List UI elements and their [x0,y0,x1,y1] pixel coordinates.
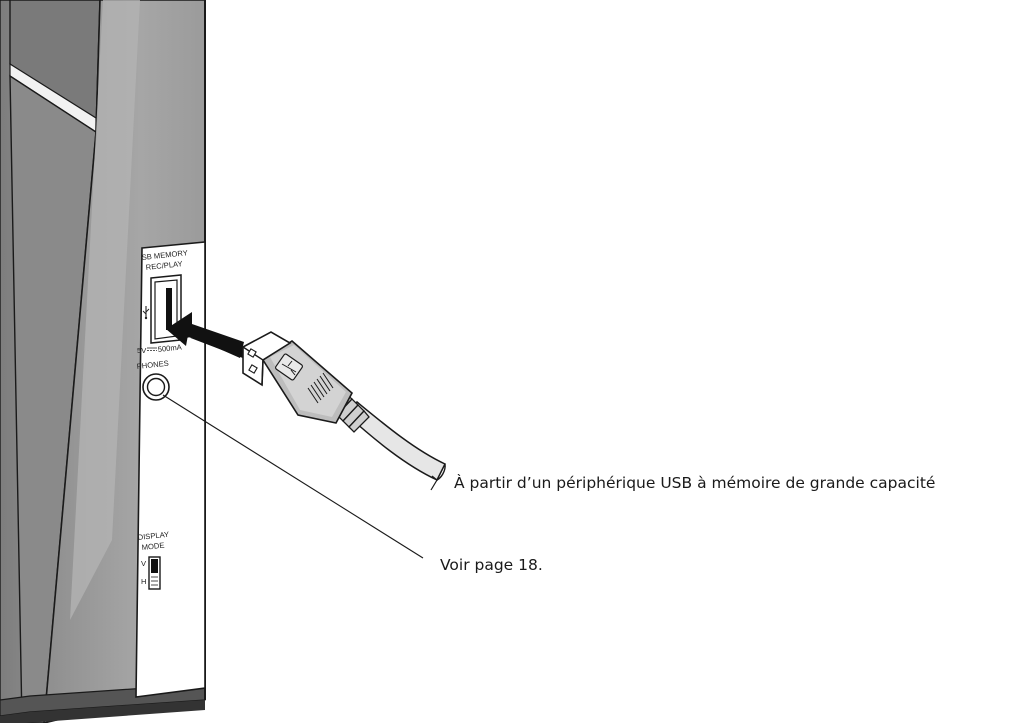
switch-h-label: H [141,577,146,586]
usb-cable-plug [242,331,447,491]
phones-leader-line [162,394,424,559]
usb-rating-current: 500mA [157,342,183,354]
switch-v-label: V [141,559,147,568]
display-mode-label-2: MODE [141,541,165,552]
display-mode-switch: DISPLAY MODE V H [137,530,170,590]
arrow-left-icon [166,312,248,360]
phones-label: PHONES [136,359,169,371]
usb-port-label-2: REC/PLAY [145,259,183,272]
usb-source-label: À partir d’un périphérique USB à mémoire… [454,473,935,492]
usb-rating-voltage: 5V [137,346,147,355]
phones-reference-label: Voir page 18. [440,556,543,574]
usb-trident-icon [142,306,150,320]
phones-jack: PHONES [136,359,170,401]
display-mode-label-1: DISPLAY [137,530,169,542]
